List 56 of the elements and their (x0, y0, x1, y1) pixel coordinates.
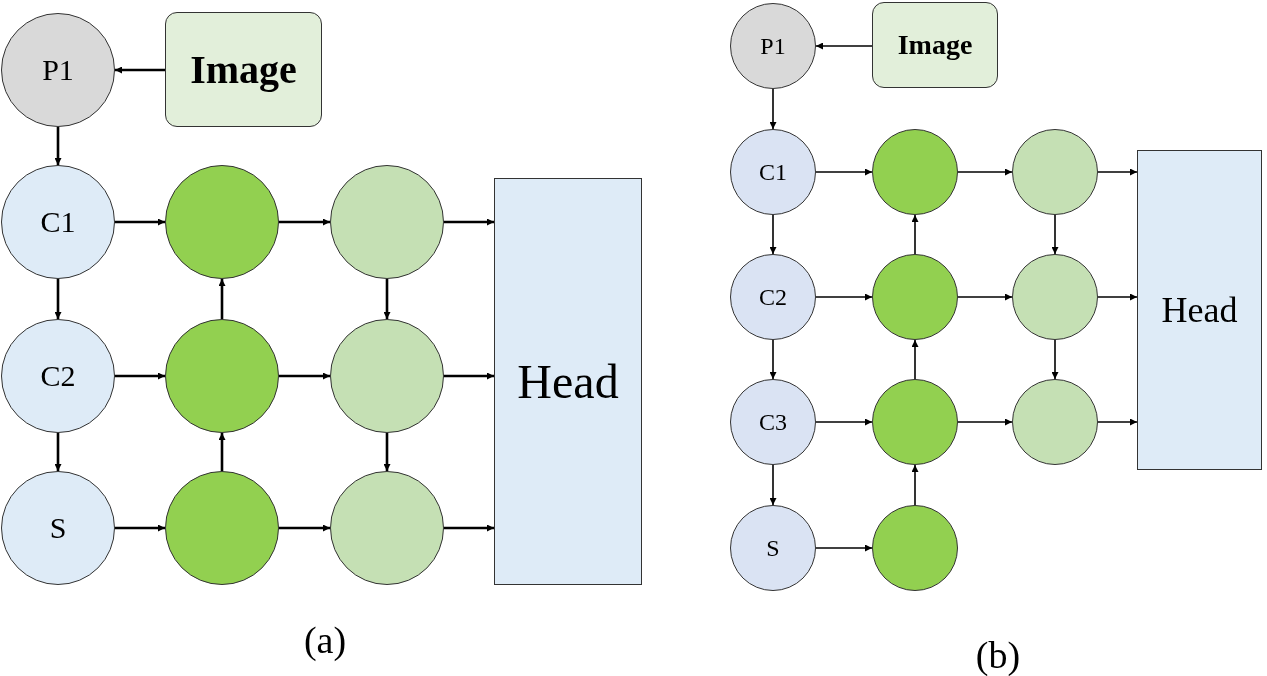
arrow (218, 433, 226, 471)
arrow (815, 42, 873, 50)
node-label: P1 (760, 34, 786, 58)
arrow (115, 524, 165, 532)
arrow (957, 293, 1013, 301)
arrow (444, 372, 494, 380)
arrow (115, 66, 165, 74)
arrow (115, 218, 165, 226)
input-box (872, 2, 998, 88)
panel-label: (a) (303, 621, 347, 659)
arrow (1051, 339, 1059, 380)
arrow (957, 168, 1013, 176)
arrow (911, 464, 919, 506)
head-box (1137, 150, 1262, 470)
arrow (383, 279, 391, 319)
arrow (218, 279, 226, 319)
arrow (279, 372, 330, 380)
arrow (54, 279, 62, 319)
arrow (444, 218, 494, 226)
arrow (911, 339, 919, 380)
arrow (815, 418, 873, 426)
arrow (1097, 168, 1138, 176)
arrow (279, 218, 330, 226)
arrow (815, 544, 873, 552)
arrow (815, 168, 873, 176)
arrow (444, 524, 494, 532)
arrow (1097, 418, 1138, 426)
arrow (115, 372, 165, 380)
arrow (815, 293, 873, 301)
node-label: S (766, 536, 780, 560)
node-label: Head (1161, 292, 1238, 328)
arrow (1097, 293, 1138, 301)
arrow (54, 433, 62, 471)
node-label: C2 (759, 285, 787, 309)
node-label: Image (190, 49, 297, 90)
arrow (279, 524, 330, 532)
arrow (769, 339, 777, 380)
arrow (769, 464, 777, 506)
arrow (54, 127, 62, 165)
node-label: C2 (40, 361, 76, 391)
node-label: Head (517, 357, 619, 406)
node-label: Image (897, 31, 973, 59)
arrow (957, 418, 1013, 426)
input-box (165, 12, 322, 127)
arrow (383, 433, 391, 471)
head-box (494, 178, 642, 585)
node-label: C1 (40, 207, 76, 237)
arrow (769, 214, 777, 255)
node-label: C3 (759, 410, 787, 434)
panel-label: (b) (975, 636, 1021, 674)
arrow (911, 214, 919, 255)
arrow (769, 88, 777, 130)
node-label: C1 (759, 160, 787, 184)
node-label: S (49, 513, 67, 543)
node-label: P1 (42, 55, 74, 85)
arrow (1051, 214, 1059, 255)
